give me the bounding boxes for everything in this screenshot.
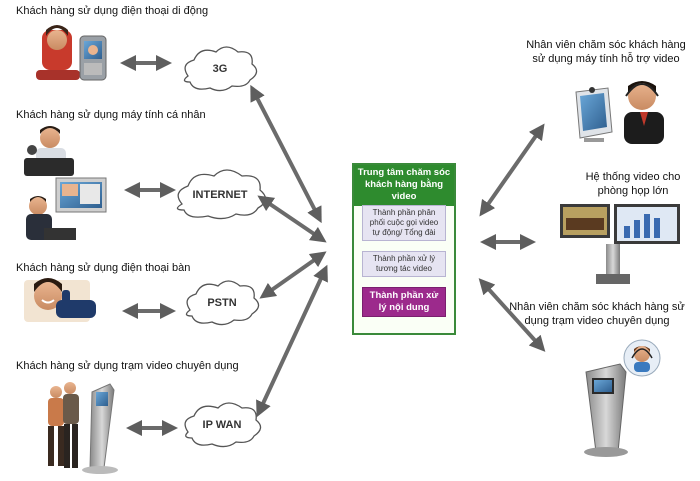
component-content-processing: Thành phần xử lý nội dung (362, 287, 446, 317)
arrow-center-agent-kiosk (478, 278, 546, 352)
arrow-3g-center (250, 84, 322, 224)
cloud-label: PSTN (207, 297, 236, 309)
cloud-label: IP WAN (203, 419, 242, 431)
pc-monitor-user-icon (26, 177, 107, 240)
label-kiosk-customer: Khách hàng sử dụng trạm video chuyên dụn… (16, 360, 239, 372)
label-agent-kiosk: Nhân viên chăm sóc khách hàng sử dụng tr… (509, 301, 685, 327)
arrow-center-agent-pc (479, 123, 545, 217)
cloud-pstn: PSTN (185, 280, 260, 326)
cloud-ipwan: IP WAN (184, 402, 262, 448)
arrow-ipwan-center (256, 264, 328, 418)
arrow-internet-center (257, 195, 327, 243)
cloud-3g: 3G (183, 46, 258, 92)
component-call-distribution: Thành phần phân phối cuộc gọi video tự đ… (362, 205, 446, 241)
label-landline-customer: Khách hàng sử dụng điện thoại bàn (16, 262, 191, 274)
kiosk-customer-icon (48, 382, 118, 474)
label-agent-pc: Nhân viên chăm sóc khách hàng sử dụng má… (526, 39, 686, 65)
cloud-internet: INTERNET (176, 169, 267, 220)
agent-kiosk-icon (584, 339, 661, 457)
label-pc-customer: Khách hàng sử dụng máy tính cá nhân (16, 109, 206, 121)
cloud-label: 3G (213, 63, 228, 75)
arrow-pstn-center (259, 251, 327, 299)
component-video-interaction: Thành phần xử lý tương tác video (362, 251, 446, 277)
landline-user-icon (24, 278, 96, 322)
video-care-center: Trung tâm chăm sóc khách hàng bằng video… (352, 163, 456, 335)
label-conference-system: Hệ thống video cho phòng họp lớn (585, 171, 681, 197)
center-title: Trung tâm chăm sóc khách hàng bằng video (354, 165, 454, 206)
pc-user-icon (24, 126, 74, 176)
agent-pc-icon (575, 81, 664, 144)
cloud-label: INTERNET (193, 189, 248, 201)
mobile-user-icon (36, 25, 107, 81)
conference-system-icon (560, 204, 680, 284)
label-mobile-customer: Khách hàng sử dụng điện thoại di động (16, 5, 209, 17)
